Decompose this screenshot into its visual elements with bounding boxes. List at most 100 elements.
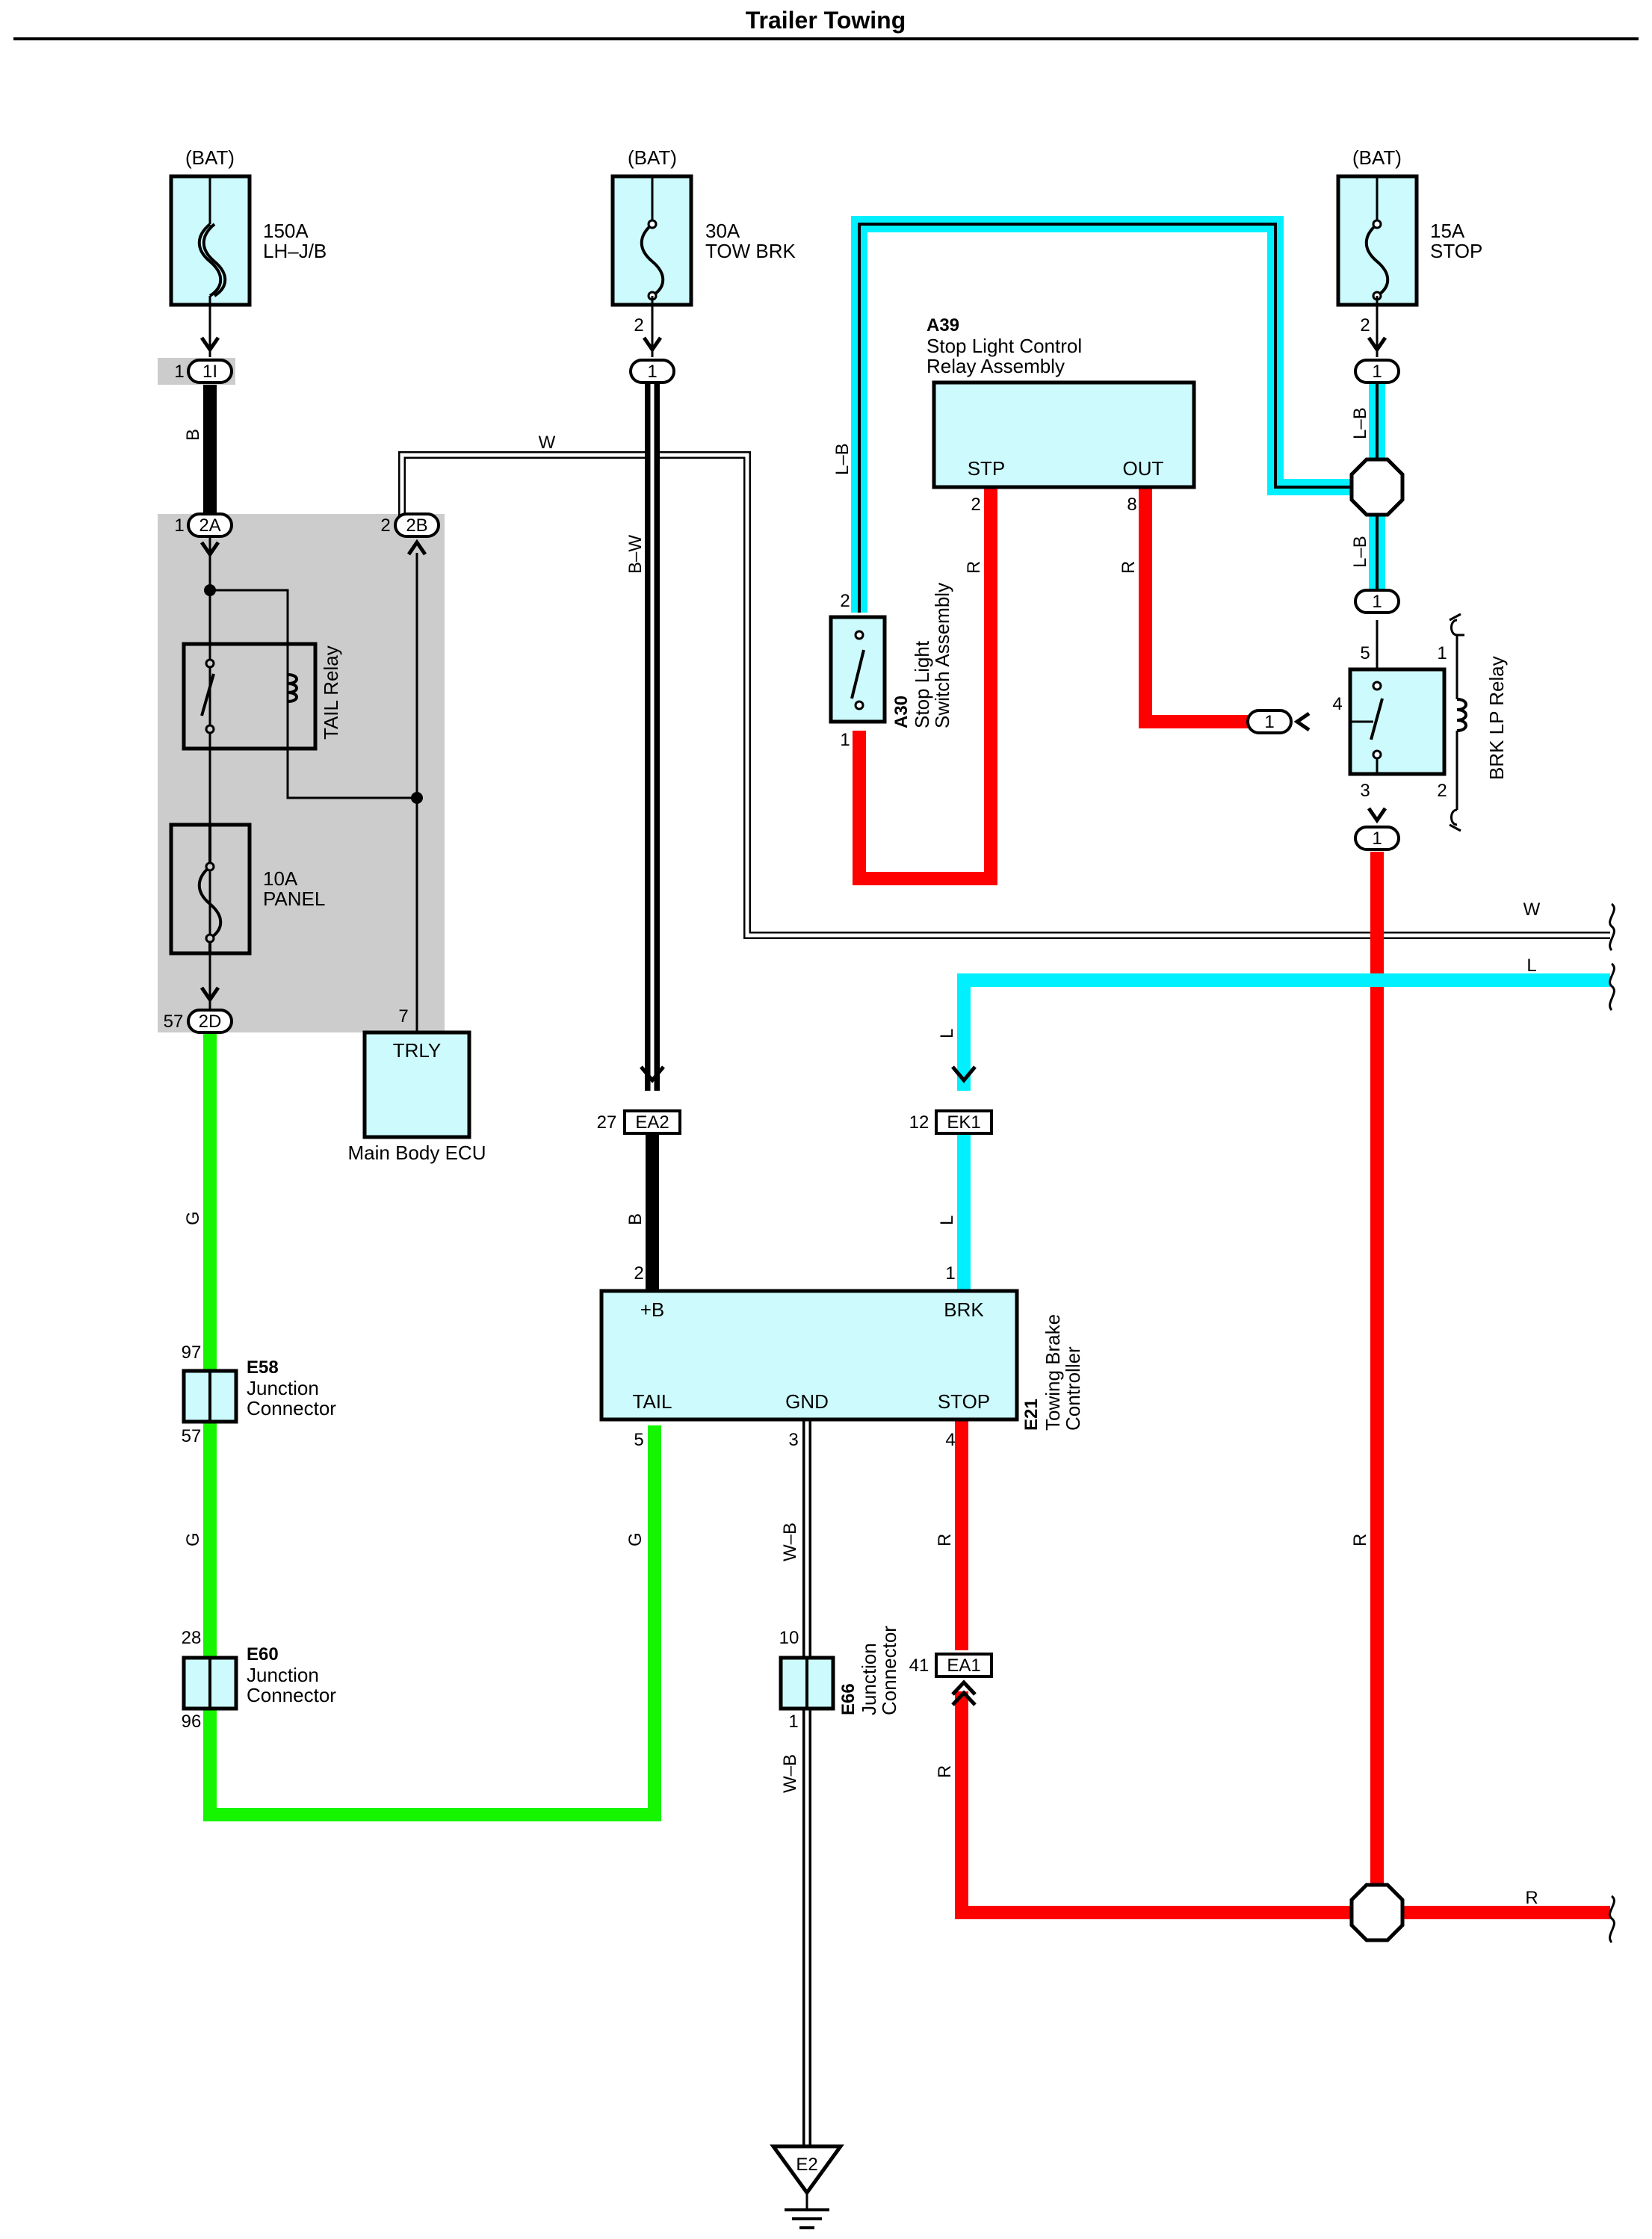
connector-2B-label: 2B: [406, 515, 427, 536]
wire-label-g-mid: G: [183, 1532, 203, 1546]
a39-line1: Stop Light Control: [926, 335, 1082, 357]
wire-label-r-stp: R: [964, 561, 984, 574]
a30-code: A30: [891, 696, 912, 728]
e21-gnd: GND: [785, 1390, 829, 1413]
pin-e66-1: 1: [788, 1712, 798, 1732]
wire-label-g-right: G: [625, 1532, 646, 1546]
wire-label-r-stop: R: [935, 1534, 955, 1546]
e66-line2: Connector: [878, 1626, 900, 1715]
pin-ecu-7: 7: [398, 1006, 408, 1026]
wire-label-r-vertical: R: [1350, 1534, 1370, 1546]
wire-label-l-upper: L: [937, 1029, 957, 1038]
pin-e21-2: 2: [634, 1263, 643, 1283]
a39-stp: STP: [968, 457, 1006, 480]
e66-line1: Junction: [858, 1643, 880, 1715]
tail-relay: TAIL Relay: [182, 584, 423, 804]
fuse-150a: (BAT) 150A LH–J/B: [169, 146, 327, 357]
pin-brk-2: 2: [1437, 781, 1447, 801]
connector-brk-relay-out-label: 1: [1372, 829, 1382, 849]
pin-e66-10: 10: [779, 1628, 799, 1648]
fuse-150a-source: (BAT): [185, 146, 235, 169]
fuse-15a-rating: 15A: [1430, 220, 1465, 242]
wire-label-bw: B–W: [625, 535, 646, 574]
junction-block-area: [158, 514, 445, 1032]
main-body-ecu-name: Main Body ECU: [348, 1142, 486, 1164]
tail-relay-label: TAIL Relay: [320, 645, 342, 740]
e21-tail: TAIL: [633, 1390, 672, 1413]
connector-EA1: EA1: [935, 1653, 993, 1706]
connector-15a-out: 1: [1354, 336, 1400, 384]
main-body-ecu: TRLY Main Body ECU: [348, 1030, 486, 1164]
wire-r-stop-switch: [853, 487, 997, 885]
pin-brk-3: 3: [1360, 781, 1370, 801]
pin-a39-2: 2: [971, 495, 980, 515]
fuse-15a-name: STOP: [1430, 240, 1482, 262]
connector-EA2-label: EA2: [635, 1112, 669, 1133]
wire-label-lb-top: L–B: [1350, 407, 1370, 439]
e58-line1: Junction: [247, 1377, 319, 1399]
wire-label-r-bottom: R: [1525, 1888, 1538, 1908]
pin-brk-4: 4: [1332, 694, 1342, 714]
pin-a30-2: 2: [840, 591, 850, 611]
pin-brk-5: 5: [1360, 643, 1370, 663]
pin-ea1: 41: [909, 1656, 929, 1676]
pin-numbers: 1 1 2 57 7 2 2 2 8 2 1 5 1 4 3 2 27 12 2…: [164, 315, 1447, 1732]
splice-lb: [1349, 457, 1405, 517]
main-body-ecu-terminal: TRLY: [393, 1039, 442, 1062]
e58-line2: Connector: [247, 1397, 336, 1419]
connector-2D: 2D: [187, 986, 233, 1034]
connector-brk-relay-in: 1: [1354, 589, 1400, 614]
wire-label-l-lower: L: [937, 1215, 957, 1225]
connector-EA1-label: EA1: [947, 1656, 980, 1676]
fuse-150a-name: LH–J/B: [263, 240, 327, 262]
pin-a39-8: 8: [1127, 495, 1136, 515]
wire-label-w-top: W: [539, 433, 556, 453]
w-wire-inner: [400, 453, 1610, 938]
pin-e21-1: 1: [945, 1263, 955, 1283]
wire-r-out: [1139, 487, 1248, 728]
pin-ek1: 12: [909, 1112, 929, 1133]
e66-code: E66: [838, 1683, 859, 1715]
connector-brk-relay-out: 1: [1354, 807, 1400, 851]
fuse-30a: (BAT) 30A TOW BRK: [610, 146, 796, 357]
ground-e2-label: E2: [796, 2155, 817, 2175]
fuse-30a-rating: 30A: [705, 220, 740, 242]
pin-e58-57: 57: [182, 1426, 202, 1446]
brk-lp-relay-label: BRK LP Relay: [1485, 656, 1508, 780]
connector-2A: 2A: [187, 512, 233, 558]
pin-e21-4: 4: [945, 1430, 955, 1450]
connector-30a-out-label: 1: [647, 362, 657, 382]
junction-connector-e60: E60 Junction Connector: [182, 1644, 336, 1711]
ground-e2: E2: [770, 2144, 844, 2229]
pin-1I: 1: [174, 362, 184, 382]
connector-30a-out: 1: [629, 336, 675, 384]
connector-brk-relay-side: 1: [1246, 709, 1311, 734]
pin-30a-2: 2: [634, 315, 643, 335]
e60-line1: Junction: [247, 1664, 319, 1686]
wire-label-b-top: B: [183, 429, 203, 441]
a30-line2: Switch Assembly: [931, 583, 953, 728]
e58-code: E58: [247, 1357, 279, 1378]
a39-out: OUT: [1123, 457, 1164, 480]
a30-line1: Stop Light: [911, 640, 933, 728]
connector-2A-label: 2A: [199, 515, 220, 536]
connector-brk-relay-in-label: 1: [1372, 592, 1382, 612]
fuse-150a-rating: 150A: [263, 220, 309, 242]
fuse-10a-name: PANEL: [263, 888, 325, 910]
pin-15a-2: 2: [1360, 315, 1370, 335]
pin-e21-3: 3: [788, 1430, 798, 1450]
e21-code: E21: [1021, 1399, 1042, 1431]
wire-l-outer: [957, 973, 1610, 1091]
a39-line2: Relay Assembly: [926, 355, 1065, 377]
wire-label-wb-lower: W–B: [780, 1754, 800, 1793]
fuse-10a-rating: 10A: [263, 867, 298, 890]
pin-e58-97: 97: [182, 1343, 202, 1363]
wire-label-wb-upper: W–B: [780, 1523, 800, 1561]
pin-brk-1: 1: [1437, 643, 1447, 663]
e21-line1: Towing Brake: [1042, 1314, 1064, 1431]
wire-color-labels: B W B–W L–B R R L–B L–B W L L L B G G G …: [183, 407, 1541, 1908]
fuse-10a-panel: 10A PANEL: [169, 823, 325, 956]
fuse-30a-name: TOW BRK: [705, 240, 796, 262]
connector-1I: 1I: [187, 336, 233, 384]
